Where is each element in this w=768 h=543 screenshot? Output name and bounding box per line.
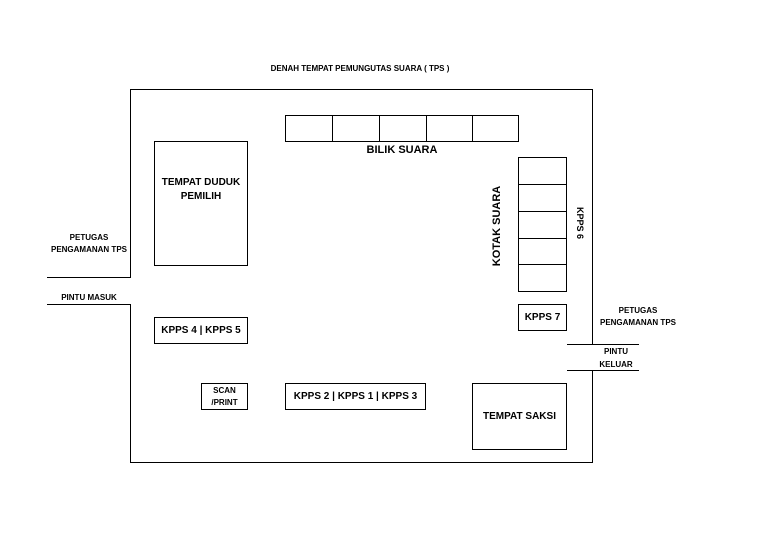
tempat-saksi: TEMPAT SAKSI bbox=[472, 383, 567, 450]
kpps6-label: KPPS 6 bbox=[575, 206, 585, 239]
bilik-suara-row bbox=[285, 115, 519, 142]
diagram-title: DENAH TEMPAT PEMUNGUTAS SUARA ( TPS ) bbox=[270, 64, 450, 73]
petugas-left-line1: PETUGAS bbox=[69, 233, 109, 242]
bilik-booth bbox=[379, 115, 427, 142]
bilik-booth bbox=[426, 115, 473, 142]
petugas-right-line2: PENGAMANAN TPS bbox=[599, 318, 676, 327]
tempat-saksi-label: TEMPAT SAKSI bbox=[483, 410, 556, 422]
entrance-line-lower bbox=[47, 304, 131, 305]
kpps213-table: KPPS 2 | KPPS 1 | KPPS 3 bbox=[285, 383, 426, 410]
petugas-right-line1: PETUGAS bbox=[618, 306, 658, 315]
petugas-pengamanan-left: PETUGAS PENGAMANAN TPS bbox=[44, 232, 134, 256]
kpps213-label: KPPS 2 | KPPS 1 | KPPS 3 bbox=[293, 390, 418, 402]
bilik-booth bbox=[332, 115, 380, 142]
room-wall-right-upper bbox=[592, 89, 593, 344]
room-wall-right-lower bbox=[592, 370, 593, 463]
kotak-suara-box bbox=[518, 264, 567, 292]
pintu-masuk-label: PINTU MASUK bbox=[61, 293, 117, 302]
exit-line-upper bbox=[567, 344, 639, 345]
scan-print-line2: /PRINT bbox=[211, 397, 238, 407]
scan-print-line1: SCAN bbox=[213, 385, 236, 395]
scan-print-table: SCAN /PRINT bbox=[201, 383, 248, 410]
bilik-suara-label: BILIK SUARA bbox=[366, 144, 438, 156]
kpps45-label: KPPS 4 | KPPS 5 bbox=[161, 324, 241, 336]
kotak-suara-stack bbox=[518, 157, 567, 292]
tempat-duduk-pemilih: TEMPAT DUDUK PEMILIH bbox=[154, 141, 248, 266]
bilik-booth bbox=[285, 115, 333, 142]
exit-line-lower bbox=[567, 370, 639, 371]
kotak-suara-label: KOTAK SUARA bbox=[491, 185, 503, 267]
bilik-booth bbox=[472, 115, 519, 142]
pintu-keluar-line2: KELUAR bbox=[599, 360, 633, 369]
room-wall-left-upper bbox=[130, 89, 131, 278]
tempat-duduk-line2: PEMILIH bbox=[180, 190, 222, 202]
kpps7-table: KPPS 7 bbox=[518, 304, 567, 331]
kpps45-table: KPPS 4 | KPPS 5 bbox=[154, 317, 248, 344]
room-wall-bottom bbox=[130, 462, 593, 463]
room-wall-top bbox=[130, 89, 593, 90]
entrance-line-upper bbox=[47, 277, 131, 278]
tempat-duduk-line1: TEMPAT DUDUK bbox=[161, 176, 241, 188]
kotak-suara-box bbox=[518, 211, 567, 239]
kotak-suara-box bbox=[518, 157, 567, 185]
pintu-keluar-label: PINTU KELUAR bbox=[586, 345, 646, 371]
room-wall-left-lower bbox=[130, 304, 131, 463]
kotak-suara-box bbox=[518, 238, 567, 265]
kotak-suara-box bbox=[518, 184, 567, 212]
kpps7-label: KPPS 7 bbox=[524, 311, 561, 323]
petugas-pengamanan-right: PETUGAS PENGAMANAN TPS bbox=[593, 305, 683, 329]
petugas-left-line2: PENGAMANAN TPS bbox=[50, 245, 127, 254]
pintu-keluar-line1: PINTU bbox=[604, 347, 628, 356]
